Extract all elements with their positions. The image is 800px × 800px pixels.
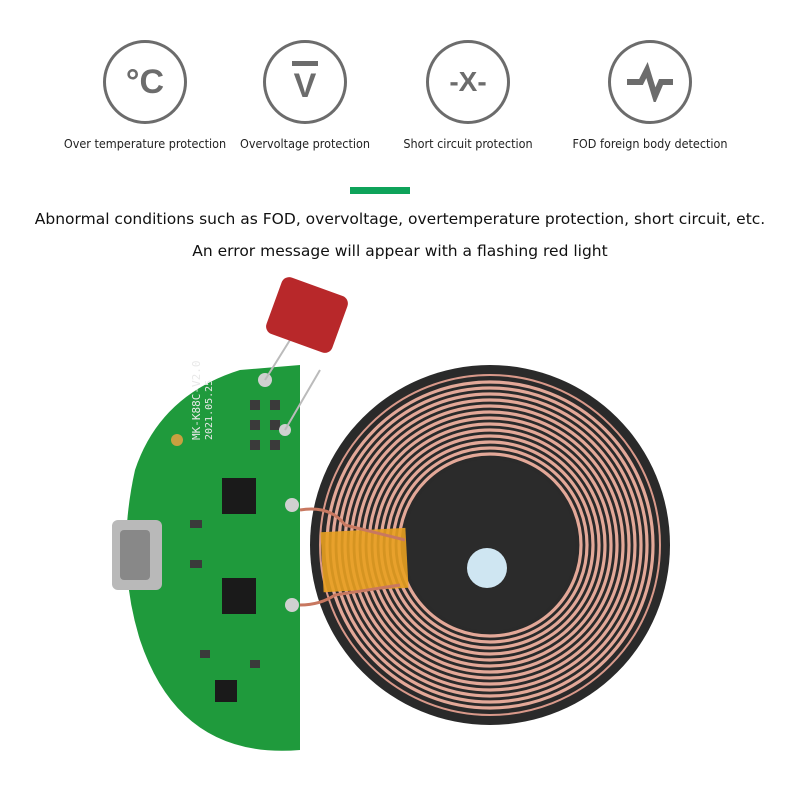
voltage-glyph: V xyxy=(293,67,317,105)
capacitor xyxy=(264,277,348,431)
description-line-1: Abnormal conditions such as FOD, overvol… xyxy=(34,210,766,228)
board-date: 2021.05.25 xyxy=(204,380,215,440)
chip xyxy=(222,578,256,614)
feature-label: Over temperature protection xyxy=(63,136,227,151)
description-line-2: An error message will appear with a flas… xyxy=(192,242,608,260)
pcb-board: MK-K88C-V2.0 2021.05.25 xyxy=(112,361,300,751)
feature-over-temperature: °C Over temperature protection xyxy=(60,40,230,151)
feature-label: Short circuit protection xyxy=(403,136,533,151)
short-circuit-icon: -X- xyxy=(426,40,510,124)
voltage-icon: V xyxy=(263,40,347,124)
feature-label: Overvoltage protection xyxy=(239,136,371,151)
waveform-icon xyxy=(608,40,692,124)
charging-coil xyxy=(299,365,670,725)
chip xyxy=(222,478,256,514)
feature-short-circuit: -X- Short circuit protection xyxy=(383,40,553,151)
celsius-icon: °C xyxy=(103,40,187,124)
board-marking: MK-K88C-V2.0 xyxy=(190,361,203,440)
feature-fod: FOD foreign body detection xyxy=(565,40,735,151)
feature-overvoltage: V Overvoltage protection xyxy=(220,40,390,151)
chip xyxy=(215,680,237,702)
accent-divider xyxy=(350,187,410,194)
feature-label: FOD foreign body detection xyxy=(572,136,728,151)
